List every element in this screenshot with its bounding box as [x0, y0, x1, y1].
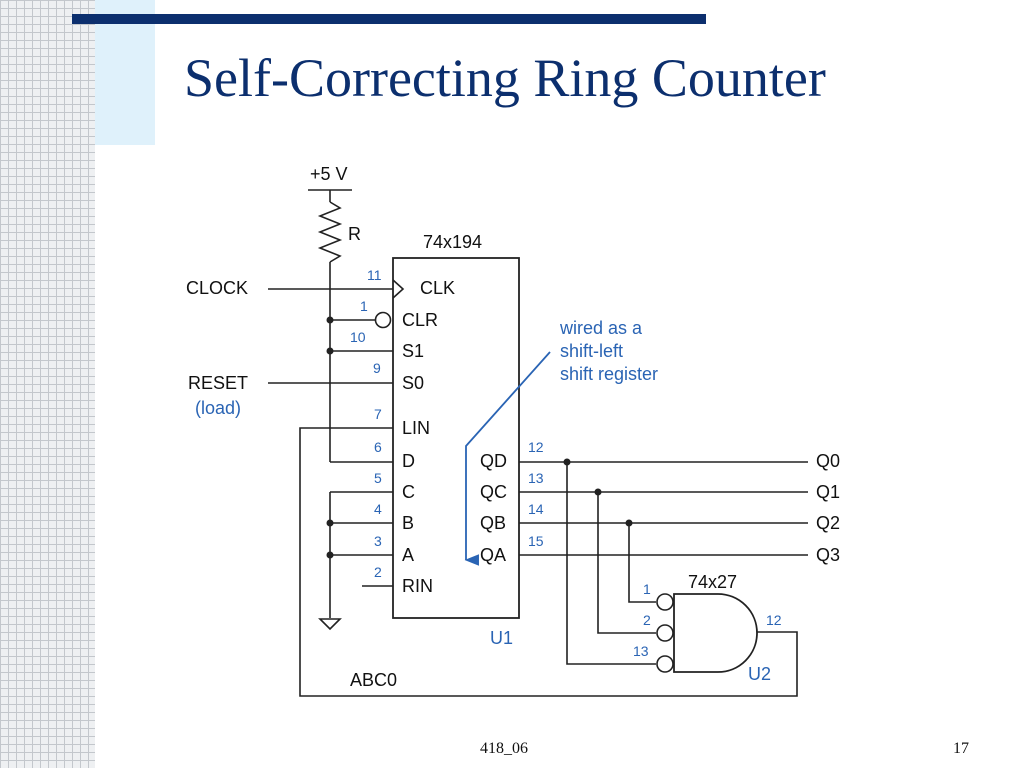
pin-label-clk: CLK [420, 278, 455, 298]
pin-number-qb: 14 [528, 501, 544, 517]
clock-edge-symbol [392, 279, 405, 299]
gate-pin-number-in3: 13 [633, 643, 649, 659]
pin-label-qb: QB [480, 513, 506, 533]
shift-register-part: 74x194 [423, 232, 482, 252]
gate-input-bubble [656, 655, 674, 673]
background-light-panel [95, 0, 155, 145]
annotation-arrow [464, 351, 551, 566]
pin-number-c: 5 [374, 470, 382, 486]
slide-number: 17 [953, 740, 969, 757]
annotation-line-2: shift-left [560, 341, 623, 361]
pin-number-lin: 7 [374, 406, 382, 422]
clr-inversion-bubble [374, 311, 392, 329]
pin-number-s0: 9 [373, 360, 381, 376]
background-grid-strip [0, 0, 95, 768]
pin-number-d: 6 [374, 439, 382, 455]
shift-register-body [392, 257, 520, 619]
pin-number-rin: 2 [374, 564, 382, 580]
junction-dot [563, 458, 571, 466]
gate-pin-number-in1: 1 [643, 581, 651, 597]
output-label-q2: Q2 [816, 513, 840, 533]
junction-dot [625, 519, 633, 527]
gate-input-bubble [656, 593, 674, 611]
nor-gate-ref: U2 [748, 664, 771, 684]
pin-number-qa: 15 [528, 533, 544, 549]
pin-label-d: D [402, 451, 415, 471]
ground-icon [318, 618, 342, 631]
supply-label: +5 V [310, 164, 348, 184]
resistor-label: R [348, 224, 361, 244]
pin-label-b: B [402, 513, 414, 533]
junction-dot [326, 316, 334, 324]
junction-dot [594, 488, 602, 496]
junction-dot [326, 347, 334, 355]
pin-label-lin: LIN [402, 418, 430, 438]
gate-input-bubble [656, 624, 674, 642]
pin-number-clk: 11 [367, 267, 382, 283]
tap-wire-qc [597, 492, 656, 634]
pin-label-c: C [402, 482, 415, 502]
feedback-label: ABC0 [350, 670, 397, 690]
tap-wire-qd [566, 462, 656, 665]
reset-input-label: RESET [188, 373, 248, 393]
title-accent-bar [72, 14, 706, 24]
pin-number-b: 4 [374, 501, 382, 517]
shift-register-ref: U1 [490, 628, 513, 648]
output-label-q1: Q1 [816, 482, 840, 502]
pin-number-s1: 10 [350, 329, 366, 345]
slide-footer: 418_06 [480, 740, 528, 757]
pin-label-s0: S0 [402, 373, 424, 393]
pin-number-clr: 1 [360, 298, 368, 314]
feedback-wire [299, 427, 798, 697]
pin-number-qc: 13 [528, 470, 544, 486]
gate-pin-number-in2: 2 [643, 612, 651, 628]
pin-label-qd: QD [480, 451, 507, 471]
pin-label-s1: S1 [402, 341, 424, 361]
pin-label-a: A [402, 545, 414, 565]
pin-number-a: 3 [374, 533, 382, 549]
pin-label-qc: QC [480, 482, 507, 502]
junction-dot [326, 551, 334, 559]
gate-pin-number-out: 12 [766, 612, 782, 628]
pin-label-clr: CLR [402, 310, 438, 330]
output-label-q0: Q0 [816, 451, 840, 471]
junction-dot [326, 519, 334, 527]
resistor-symbol [317, 201, 343, 263]
annotation-line-1: wired as a [559, 318, 643, 338]
annotation-line-3: shift register [560, 364, 658, 384]
ring-counter-schematic: +5 V R 74x194 U1 CLOCK 11 CLK 1 CLR 10 S… [186, 164, 840, 697]
nor-gate-part: 74x27 [688, 572, 737, 592]
nor-gate-body [673, 593, 758, 673]
tap-wire-qb [628, 523, 656, 603]
pin-label-qa: QA [480, 545, 506, 565]
clock-input-label: CLOCK [186, 278, 248, 298]
pin-number-qd: 12 [528, 439, 544, 455]
slide-title: Self-Correcting Ring Counter [184, 48, 826, 108]
output-label-q3: Q3 [816, 545, 840, 565]
pin-label-rin: RIN [402, 576, 433, 596]
reset-load-note: (load) [195, 398, 241, 418]
